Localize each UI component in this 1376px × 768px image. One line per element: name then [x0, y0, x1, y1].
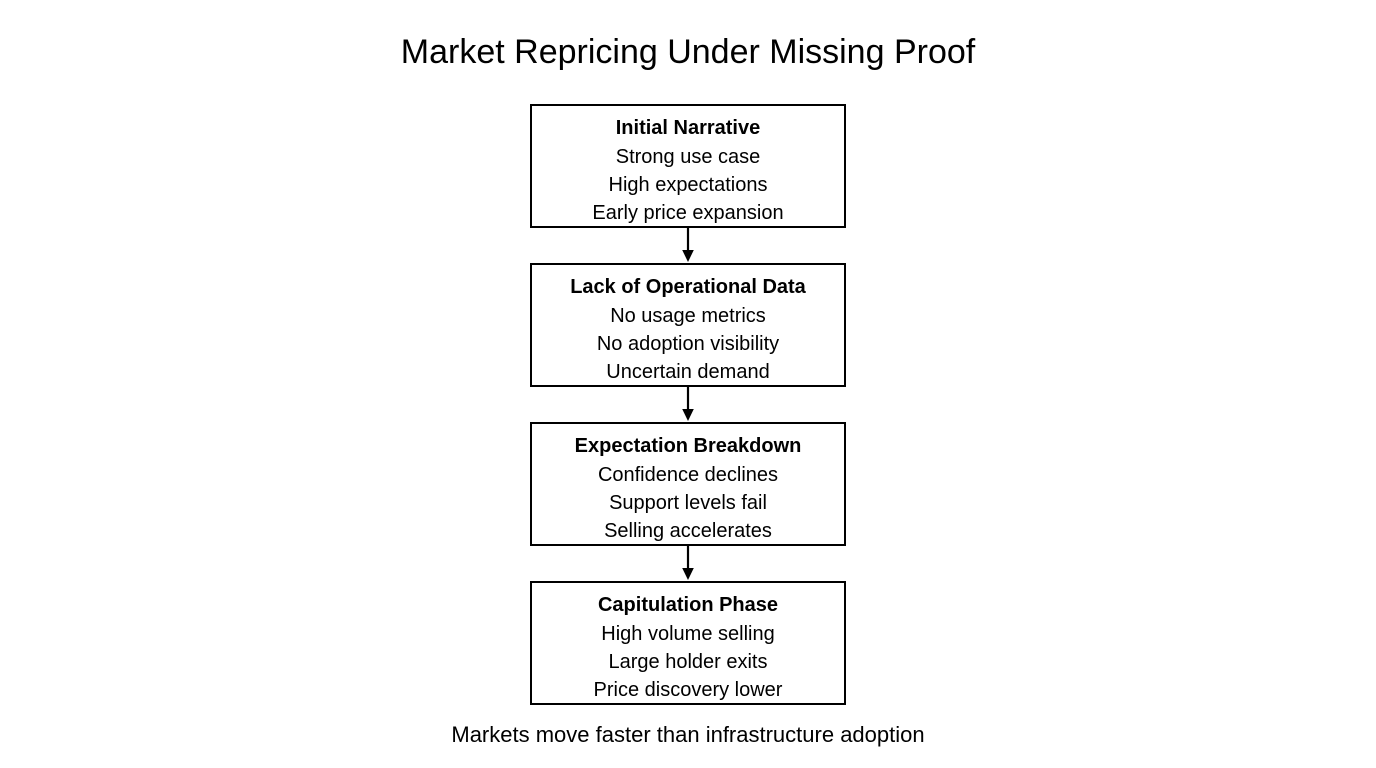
- flow-node-line: High volume selling: [601, 623, 775, 645]
- flow-node-title: Initial Narrative: [615, 117, 761, 139]
- flow-node-title: Expectation Breakdown: [574, 435, 802, 457]
- page-title: Market Repricing Under Missing Proof: [400, 33, 976, 71]
- flow-node-expectation-breakdown[interactable]: Expectation Breakdown Confidence decline…: [530, 422, 846, 546]
- flow-connector-3: [530, 546, 846, 581]
- flow-node-initial-narrative[interactable]: Initial Narrative Strong use case High e…: [530, 104, 846, 228]
- flow-node-line: Selling accelerates: [604, 520, 772, 542]
- flow-node-line: No usage metrics: [610, 305, 766, 327]
- arrow-down-icon: [682, 387, 694, 421]
- flow-node-line: No adoption visibility: [596, 333, 780, 355]
- flow-node-line: Price discovery lower: [593, 679, 783, 701]
- flow-node-line: Support levels fail: [609, 492, 767, 514]
- flow-node-capitulation-phase[interactable]: Capitulation Phase High volume selling L…: [530, 581, 846, 705]
- footer-caption: Markets move faster than infrastructure …: [451, 722, 925, 747]
- flow-node-line: Early price expansion: [592, 202, 784, 224]
- flow-node-line: Large holder exits: [608, 651, 768, 673]
- arrow-down-icon: [682, 546, 694, 580]
- flowchart: Initial Narrative Strong use case High e…: [530, 104, 846, 705]
- flow-node-title: Lack of Operational Data: [570, 276, 806, 298]
- flow-connector-2: [530, 387, 846, 422]
- flow-node-line: Confidence declines: [597, 464, 779, 486]
- flow-connector-1: [530, 228, 846, 263]
- flow-node-lack-of-operational-data[interactable]: Lack of Operational Data No usage metric…: [530, 263, 846, 387]
- arrow-down-icon: [682, 228, 694, 262]
- flow-node-line: High expectations: [608, 174, 768, 196]
- flow-node-title: Capitulation Phase: [597, 594, 779, 616]
- flow-node-line: Uncertain demand: [606, 361, 770, 383]
- flow-node-line: Strong use case: [615, 146, 761, 168]
